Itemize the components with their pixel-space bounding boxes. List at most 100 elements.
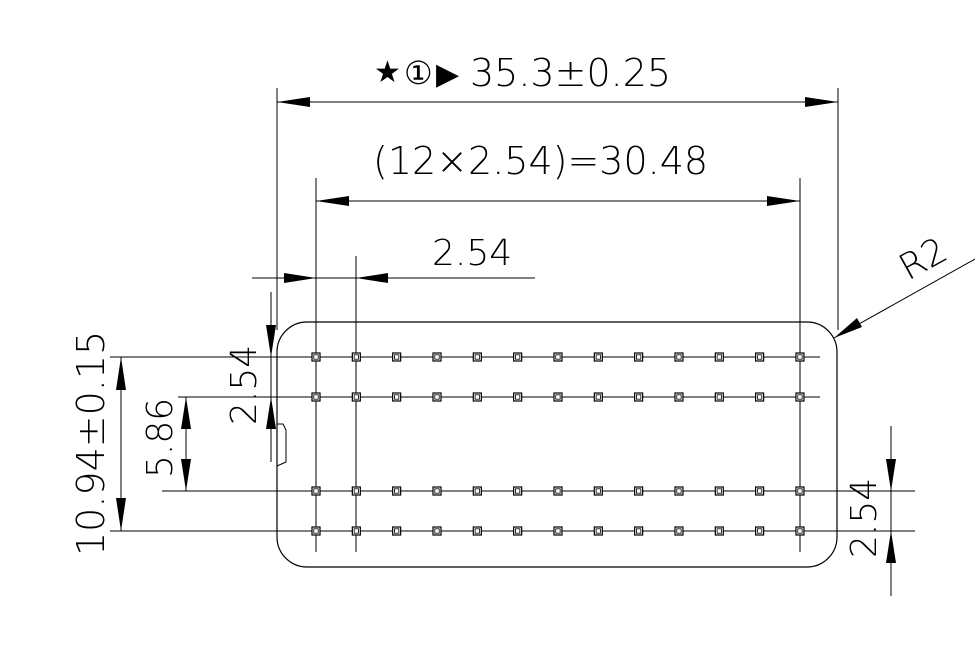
pin-pad-inner: [474, 528, 480, 534]
pin-pad-inner: [716, 394, 722, 400]
pin-pad: [392, 352, 402, 362]
marker-circled-number: ①: [404, 54, 433, 92]
pin-pad: [674, 352, 684, 362]
pin-pad: [553, 526, 563, 536]
pin-pad: [513, 392, 523, 402]
pin-pad-inner: [797, 394, 803, 400]
pin-pad-inner: [676, 528, 682, 534]
arrow-corner-radius: [834, 318, 862, 338]
pin-pad-inner: [474, 354, 480, 360]
pin-pad-inner: [515, 394, 521, 400]
arrow-overall-height-top: [116, 357, 126, 390]
polarization-notch: [276, 423, 287, 467]
dim-row-span: 5.86: [140, 398, 181, 478]
pin-pad-inner: [394, 394, 400, 400]
pin-pad-inner: [353, 394, 359, 400]
pin-pad-inner: [676, 488, 682, 494]
arrow-pitch-total-left: [316, 196, 349, 206]
pin-pad: [593, 526, 603, 536]
marker-pointer: ▶: [436, 57, 459, 92]
pin-grid: [311, 352, 805, 536]
pin-pad: [311, 526, 321, 536]
pin-pad: [593, 392, 603, 402]
arrow-pitch-total-right: [767, 196, 800, 206]
pin-pad: [553, 352, 563, 362]
arrow-pitch-x-right: [356, 273, 388, 283]
pin-pad-inner: [394, 488, 400, 494]
pin-pad-inner: [757, 354, 763, 360]
pin-pad-inner: [313, 354, 319, 360]
pin-pad: [351, 526, 361, 536]
pin-pad: [674, 392, 684, 402]
pin-pad-inner: [716, 488, 722, 494]
arrow-overall-width-right: [805, 97, 838, 107]
pin-pad: [392, 486, 402, 496]
pin-pad: [593, 486, 603, 496]
pin-pad-inner: [434, 488, 440, 494]
pin-pad: [513, 526, 523, 536]
pin-pad: [432, 526, 442, 536]
pin-pad: [593, 352, 603, 362]
arrow-row-span-bottom: [181, 459, 191, 491]
dim-corner-radius: R2: [892, 230, 954, 289]
pin-pad: [351, 392, 361, 402]
pin-pad: [714, 352, 724, 362]
pin-pad: [674, 486, 684, 496]
pin-pad: [311, 352, 321, 362]
pin-pad: [634, 526, 644, 536]
pin-pad: [714, 486, 724, 496]
pin-pad: [351, 486, 361, 496]
pin-pad: [795, 486, 805, 496]
pin-pad: [351, 352, 361, 362]
pin-pad: [432, 392, 442, 402]
pin-pad-inner: [757, 528, 763, 534]
pin-pad: [311, 486, 321, 496]
arrow-pitch-y-right-top: [886, 459, 896, 491]
pin-pad-inner: [716, 528, 722, 534]
pin-pad: [634, 486, 644, 496]
pin-pad-inner: [716, 354, 722, 360]
dim-pitch-total: (12×2.54)=30.48: [373, 139, 708, 183]
pin-pad-inner: [515, 528, 521, 534]
pin-pad: [755, 526, 765, 536]
pin-pad-inner: [474, 488, 480, 494]
pin-pad-inner: [394, 354, 400, 360]
pin-pad-inner: [595, 488, 601, 494]
connector-outline: [276, 321, 838, 568]
arrow-overall-width-left: [277, 97, 310, 107]
pin-pad: [714, 392, 724, 402]
arrow-pitch-y-left-top: [266, 325, 276, 357]
pin-pad-inner: [394, 528, 400, 534]
pin-pad: [755, 486, 765, 496]
pin-pad-inner: [555, 528, 561, 534]
pin-pad-inner: [474, 394, 480, 400]
pin-pad-inner: [636, 354, 642, 360]
pin-pad-inner: [757, 488, 763, 494]
pin-pad: [755, 392, 765, 402]
pin-pad-inner: [636, 394, 642, 400]
pin-pad-inner: [595, 354, 601, 360]
pin-pad-inner: [555, 488, 561, 494]
pin-pad-inner: [555, 354, 561, 360]
pin-pad-inner: [595, 528, 601, 534]
pin-pad: [432, 352, 442, 362]
pin-pad: [472, 486, 482, 496]
pin-pad-inner: [797, 488, 803, 494]
pin-pad-inner: [515, 354, 521, 360]
pin-pad: [553, 486, 563, 496]
pin-pad: [755, 352, 765, 362]
pin-pad: [513, 486, 523, 496]
pin-pad-inner: [555, 394, 561, 400]
pin-pad-inner: [797, 528, 803, 534]
pin-pad-inner: [313, 528, 319, 534]
pin-pad-inner: [313, 394, 319, 400]
pin-pad-inner: [676, 394, 682, 400]
pin-pad: [795, 392, 805, 402]
pin-pad-inner: [313, 488, 319, 494]
pin-pad-inner: [353, 354, 359, 360]
pin-pad: [472, 392, 482, 402]
pin-pad-inner: [636, 488, 642, 494]
dim-pitch-x: 2.54: [432, 233, 512, 274]
arrow-row-span-top: [181, 397, 191, 429]
pin-pad: [392, 392, 402, 402]
